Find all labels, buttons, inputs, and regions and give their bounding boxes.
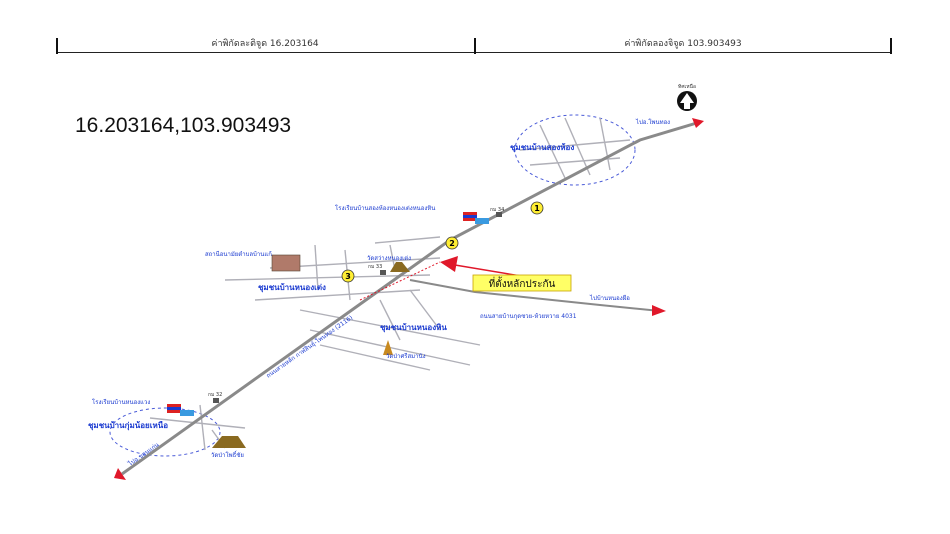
km-post-33-icon — [380, 270, 386, 275]
community-circle-north — [514, 114, 636, 186]
community-south-label: ชุมชนบ้านกุ่มน้อยเหนือ — [88, 420, 168, 431]
north-label: ทิศเหนือ — [678, 83, 696, 90]
table-border-right — [890, 38, 892, 54]
coordinate-header-table: ค่าพิกัดละติจูด 16.203164 ค่าพิกัดลองจิจ… — [56, 38, 892, 54]
side-road-east — [409, 279, 661, 312]
km-33-label: กม 33 — [368, 264, 382, 270]
svg-text:2: 2 — [449, 239, 455, 248]
flag-icon-school-north — [463, 212, 489, 224]
temple-icon-south — [212, 436, 246, 448]
landmark-arrow-icon — [440, 256, 458, 272]
svg-text:1: 1 — [534, 204, 540, 213]
temple-east-label: วัดป่าศรีสมานัง — [386, 352, 426, 360]
marker-2: 2 — [445, 236, 459, 250]
temple-icon-east — [383, 340, 393, 355]
table-divider — [474, 38, 476, 54]
marker-3: 3 — [341, 269, 355, 283]
to-south-label: ไปอ.ขอนแก่น — [126, 441, 161, 469]
arrow-north-road-icon — [692, 118, 704, 128]
road-side-label: ถนนสายบ้านกุดซวย-ห้วยหวาย 4031 — [480, 313, 577, 320]
coordinates-text: 16.203164,103.903493 — [75, 114, 292, 137]
north-arrow-icon — [677, 91, 697, 111]
longitude-label: ค่าพิกัดลองจิจูด 103.903493 — [624, 39, 742, 49]
svg-text:3: 3 — [345, 272, 351, 281]
health-center-label: สถานีอนามัยตำบลบ้านแก้ — [205, 250, 272, 258]
arrow-south-icon — [114, 468, 126, 480]
temple-south-label: วัดป่าโพธิ์ชัย — [211, 450, 244, 459]
main-road — [121, 120, 701, 476]
km-32-label: กม 32 — [208, 392, 222, 398]
table-border-left — [56, 38, 58, 54]
to-east-label: ไปบ้านหนองผือ — [589, 294, 630, 302]
school-north-label: โรงเรียนบ้านสองห้องหนองเต่งหนองหิน — [335, 204, 435, 212]
km-34-label: กม 34 — [490, 207, 504, 213]
community-circle-south — [109, 407, 221, 457]
landmark-label: ที่ตั้งหลักประกัน — [489, 276, 556, 290]
landmark-box — [472, 274, 572, 292]
community-center-label: ชุมชนบ้านหนองเต่ง — [258, 282, 326, 293]
flag-icon-school-south — [167, 404, 194, 416]
to-north-label: ไปอ.โพนทอง — [635, 118, 670, 126]
boundary-line — [359, 261, 441, 301]
road-main-label: ถนนสายหลัก กาฬสินธุ์-โพนทอง (2116) — [265, 314, 355, 380]
community-north-label: ชุมชนบ้านสองห้อง — [510, 142, 574, 153]
marker-1: 1 — [530, 201, 544, 215]
health-center-icon — [271, 254, 301, 272]
community-east-label: ชุมชนบ้านหนองหิน — [380, 322, 447, 333]
arrow-east-icon — [652, 305, 666, 316]
km-post-32-icon — [213, 398, 219, 403]
school-south-label: โรงเรียนบ้านหนองแวง — [92, 398, 150, 406]
temple-center-label: วัดสว่างหนองเต่ง — [367, 255, 411, 262]
latitude-label: ค่าพิกัดละติจูด 16.203164 — [211, 39, 319, 49]
temple-icon-center — [390, 262, 410, 272]
km-post-34-icon — [496, 212, 502, 217]
